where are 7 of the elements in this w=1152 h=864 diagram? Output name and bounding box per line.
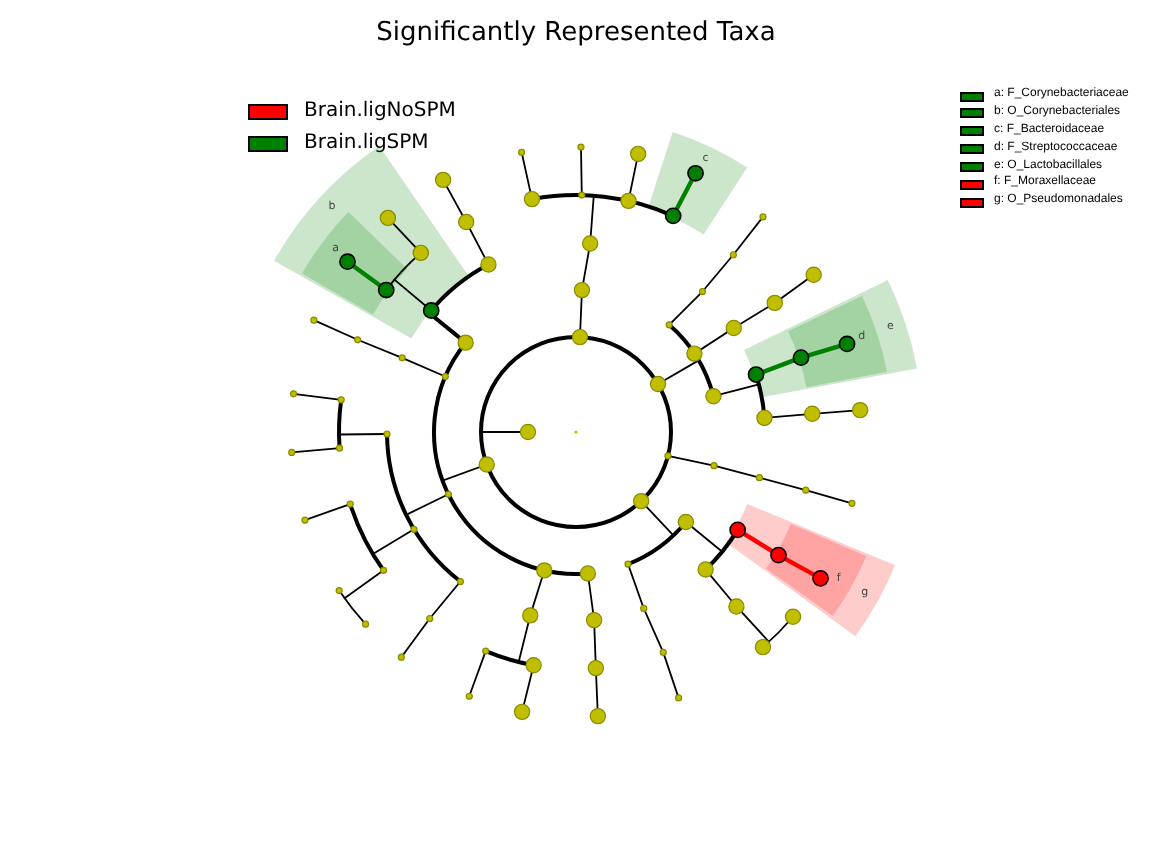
- highlighted-clade-sector: [648, 131, 749, 235]
- highlighted-clade-sector: [743, 280, 917, 399]
- diagram-title: Significantly Represented Taxa: [376, 18, 776, 50]
- highlighted-clade-sector: [766, 523, 867, 616]
- highlighted-clade-sector: [787, 295, 887, 388]
- legend-label: Brain.ligSPM: [304, 131, 429, 155]
- legend-label: Brain.ligNoSPM: [304, 99, 456, 123]
